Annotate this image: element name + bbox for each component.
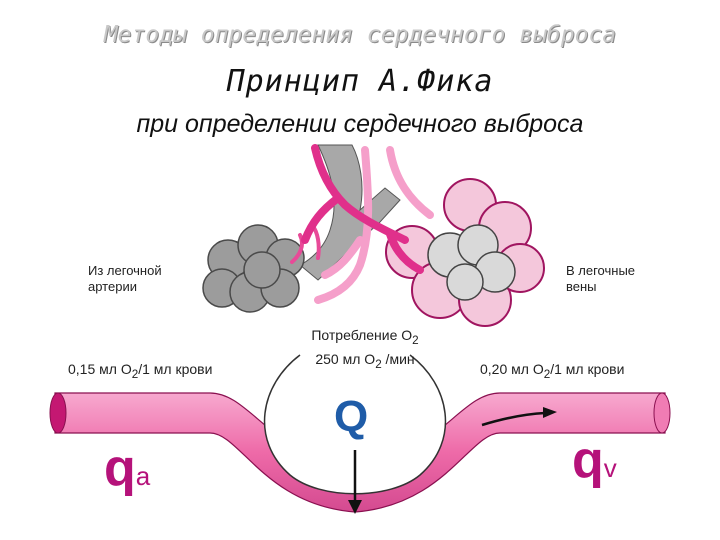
- vessel-right-opening: [653, 392, 671, 434]
- symbol-qv: qv: [572, 430, 617, 490]
- symbol-qa: qa: [104, 438, 150, 498]
- label-arterial-concentration: 0,15 мл O2/1 мл крови: [68, 361, 212, 383]
- left-conc-sub: 2: [131, 367, 139, 381]
- label-to-veins-line1: В легочные: [566, 263, 636, 278]
- right-conc-unit: /1 мл крови: [550, 361, 625, 377]
- symbol-qa-main: q: [104, 439, 136, 497]
- slide-title: Методы определения сердечного выброса: [103, 22, 617, 48]
- right-alveoli: [385, 178, 545, 327]
- left-conc-value: 0,15 мл O: [68, 361, 132, 377]
- left-alveoli: [202, 224, 305, 313]
- label-from-artery-line1: Из легочной: [88, 263, 162, 278]
- consumption-line1: Потребление O: [311, 327, 413, 343]
- right-conc-sub: 2: [543, 367, 551, 381]
- label-consumption: Потребление O2 250 мл O2 /мин: [290, 326, 440, 374]
- principle-heading: Принцип А.Фика: [226, 64, 494, 99]
- left-conc-unit: /1 мл крови: [138, 361, 213, 377]
- consumption-sub2: 2: [375, 357, 382, 371]
- symbol-qv-sub: v: [603, 453, 617, 483]
- label-to-veins: В легочные вены: [566, 263, 635, 295]
- q-arrow-head: [348, 500, 362, 514]
- flow-arrow-head: [543, 407, 557, 418]
- label-venous-concentration: 0,20 мл O2/1 мл крови: [480, 361, 624, 383]
- symbol-qv-main: q: [572, 431, 604, 489]
- consumption-sub1: 2: [412, 333, 419, 347]
- right-conc-value: 0,20 мл O: [480, 361, 544, 377]
- artery-branches: [301, 144, 424, 274]
- symbol-qa-sub: a: [135, 461, 151, 491]
- label-from-artery-line2: артерии: [88, 279, 137, 294]
- label-to-veins-line2: вены: [566, 279, 597, 294]
- consumption-line2: 250 мл O: [315, 350, 376, 367]
- symbol-Q: Q: [334, 392, 369, 441]
- subtitle: при определении сердечного выброса: [136, 110, 584, 138]
- vein-branches: [314, 146, 434, 304]
- flow-arrow-icon: [481, 411, 546, 427]
- vessel-left-opening: [49, 392, 67, 434]
- label-from-artery: Из легочной артерии: [88, 263, 162, 295]
- consumption-line2-end: /мин: [381, 350, 415, 367]
